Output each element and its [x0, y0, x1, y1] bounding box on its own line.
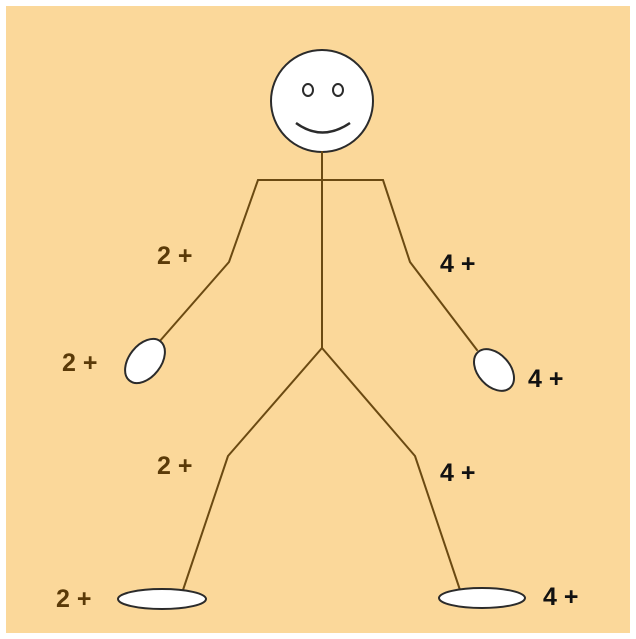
right-foot — [439, 588, 525, 608]
label-left-upper-arm: 2 + — [157, 242, 192, 270]
label-left-hand: 2 + — [62, 349, 97, 377]
head-circle — [271, 50, 373, 152]
left-leg — [183, 348, 322, 590]
label-right-hand: 4 + — [528, 365, 563, 393]
label-left-foot: 2 + — [56, 585, 91, 613]
labels: 2 + 2 + 2 + 2 + 4 + 4 + 4 + 4 + — [56, 242, 578, 613]
label-right-upper-arm: 4 + — [440, 250, 475, 278]
label-right-upper-leg: 4 + — [440, 459, 475, 487]
right-hand — [466, 341, 522, 398]
label-left-upper-leg: 2 + — [157, 452, 192, 480]
left-hand — [117, 331, 173, 390]
body-lines — [159, 152, 477, 590]
left-foot — [118, 589, 206, 609]
left-eye — [303, 84, 313, 96]
label-right-foot: 4 + — [543, 583, 578, 611]
right-eye — [333, 84, 343, 96]
head — [271, 50, 373, 152]
